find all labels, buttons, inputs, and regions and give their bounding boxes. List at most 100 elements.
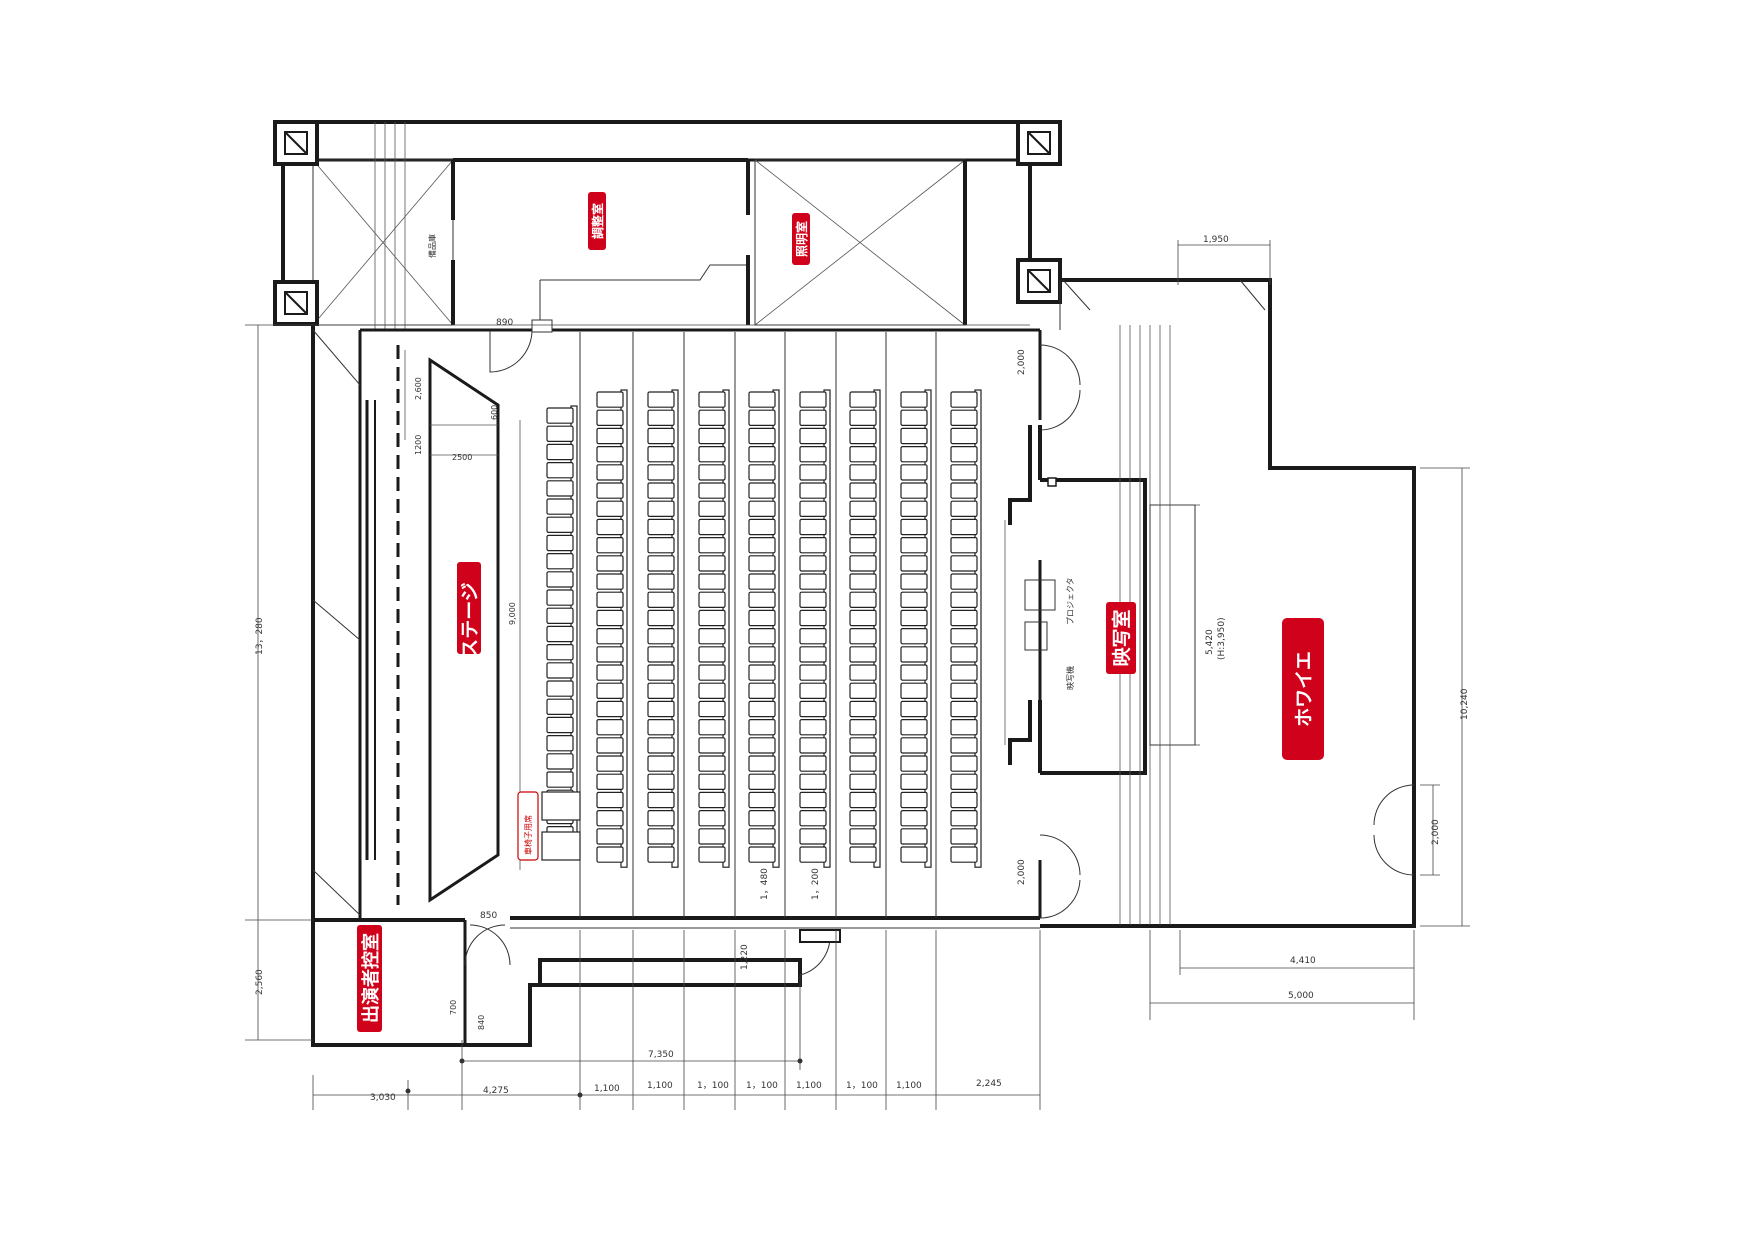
seating-block xyxy=(546,389,982,868)
seat xyxy=(748,573,776,590)
seat xyxy=(748,482,776,499)
seat xyxy=(748,791,776,809)
seat xyxy=(748,409,776,427)
seat xyxy=(596,846,624,863)
dim-1100-a: 1,100 xyxy=(594,1084,620,1094)
seat-column xyxy=(849,389,881,868)
dim-2000-bottom: 2,000 xyxy=(1017,859,1027,885)
structural-columns xyxy=(273,120,1062,326)
seat xyxy=(900,718,928,736)
seat-column xyxy=(900,389,932,868)
seat xyxy=(950,737,978,754)
seat xyxy=(647,646,675,663)
seat xyxy=(799,555,827,572)
dim-2000-top: 2,000 xyxy=(1017,349,1027,375)
seat xyxy=(748,427,776,445)
upper-service-block xyxy=(273,120,1062,330)
dimension-labels: 890 1,950 2,000 2,600 1200 2500 600 9,00… xyxy=(255,235,1470,1103)
seat xyxy=(596,518,624,536)
seat xyxy=(698,391,726,408)
dim-9000: 9,000 xyxy=(508,602,517,625)
dim-1950: 1,950 xyxy=(1203,235,1229,245)
dim-3030: 3,030 xyxy=(370,1093,396,1103)
dim-2245: 2,245 xyxy=(976,1079,1002,1089)
seat xyxy=(849,573,877,590)
seat xyxy=(900,773,928,791)
dim-840: 840 xyxy=(477,1015,486,1030)
seat xyxy=(698,646,726,663)
seat xyxy=(849,682,877,700)
seat xyxy=(698,828,726,845)
seat-column xyxy=(546,405,578,848)
wheelchair-label: 車椅子用席 xyxy=(523,815,533,855)
dim-1100-b: 1,100 xyxy=(647,1081,673,1091)
seat xyxy=(698,773,726,791)
projection-room-label: 映写室 xyxy=(1110,609,1133,666)
seat xyxy=(799,846,827,863)
seat xyxy=(849,627,877,645)
seat xyxy=(799,755,827,772)
seat xyxy=(748,828,776,845)
seat xyxy=(748,500,776,518)
seat xyxy=(698,446,726,463)
seat xyxy=(596,828,624,845)
seat xyxy=(546,462,574,479)
foyer xyxy=(1040,278,1416,928)
dim-1100-d: 1，100 xyxy=(746,1081,778,1091)
seat xyxy=(900,646,928,663)
seat xyxy=(546,516,574,534)
seat xyxy=(849,464,877,481)
seat xyxy=(748,627,776,645)
seat xyxy=(748,755,776,772)
seat xyxy=(698,846,726,863)
wheelchair-area xyxy=(517,791,581,861)
seat xyxy=(950,482,978,499)
seat xyxy=(900,755,928,772)
dim-1220: 1,220 xyxy=(740,944,750,970)
seat-column xyxy=(748,389,780,868)
dim-5420: 5,420 xyxy=(1205,629,1215,655)
seat xyxy=(799,809,827,827)
dim-700: 700 xyxy=(449,1000,458,1015)
seat xyxy=(647,755,675,772)
seat xyxy=(546,771,574,788)
seat xyxy=(596,755,624,772)
seat xyxy=(799,391,827,408)
seat xyxy=(950,791,978,809)
seat xyxy=(546,534,574,552)
dim-13280: 13，280 xyxy=(255,617,265,655)
seat xyxy=(748,609,776,627)
seat xyxy=(647,482,675,499)
seat xyxy=(647,791,675,809)
seat xyxy=(950,427,978,445)
performer-room-area xyxy=(311,920,841,1047)
seat xyxy=(647,609,675,627)
seat xyxy=(546,716,574,734)
seat xyxy=(950,591,978,609)
dim-2560: 2,560 xyxy=(255,969,265,995)
seat xyxy=(950,555,978,572)
seat-column xyxy=(647,389,679,868)
seat xyxy=(698,737,726,754)
seat xyxy=(950,609,978,627)
seat xyxy=(900,846,928,863)
seat xyxy=(849,409,877,427)
dim-2600: 2,600 xyxy=(414,377,423,400)
seat xyxy=(748,591,776,609)
seat xyxy=(546,662,574,679)
seat xyxy=(698,609,726,627)
seat xyxy=(849,755,877,772)
seat xyxy=(596,664,624,681)
seat xyxy=(799,573,827,590)
seat xyxy=(748,773,776,791)
seat xyxy=(546,734,574,752)
seat xyxy=(748,555,776,572)
dim-7350: 7,350 xyxy=(648,1050,674,1060)
seat xyxy=(596,573,624,590)
seat xyxy=(748,846,776,863)
seat xyxy=(748,646,776,663)
seat xyxy=(698,755,726,772)
seat xyxy=(849,518,877,536)
seat xyxy=(950,391,978,408)
